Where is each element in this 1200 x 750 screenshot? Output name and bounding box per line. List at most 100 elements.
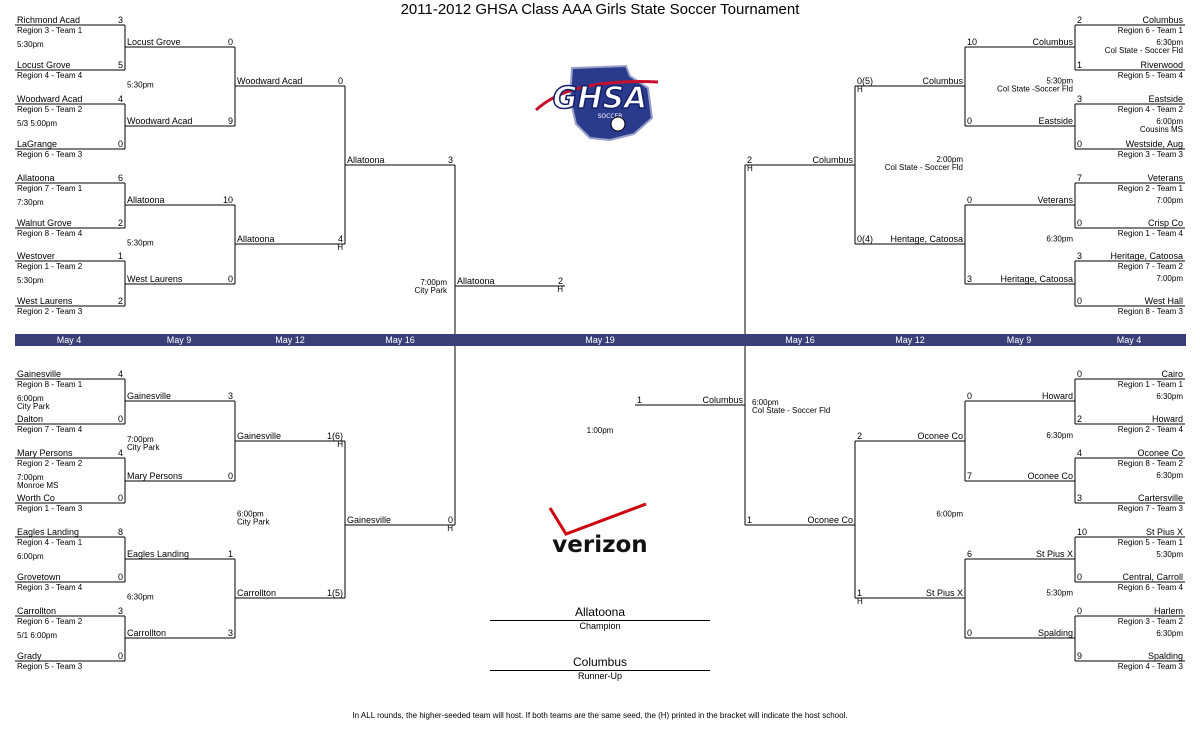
team-score: 0 <box>1077 296 1082 306</box>
team-name: Westside, Aug <box>1126 139 1183 149</box>
team-score: H <box>337 243 343 252</box>
region-seed: Region 2 - Team 3 <box>17 307 83 316</box>
team-name: Westover <box>17 251 55 261</box>
region-seed: Region 2 - Team 4 <box>1118 425 1184 434</box>
team-name: Spalding <box>1038 628 1073 638</box>
region-seed: Region 8 - Team 4 <box>17 229 83 238</box>
team-name: Oconee Co <box>1137 448 1183 458</box>
team-name: Allatoona <box>127 195 165 205</box>
team-score: 2 <box>118 296 123 306</box>
match-time: City Park <box>237 518 270 527</box>
team-score: 0 <box>228 37 233 47</box>
team-score: 2 <box>558 276 563 286</box>
team-name: Oconee Co <box>1027 471 1073 481</box>
team-score: 9 <box>1077 651 1082 661</box>
date-label: May 16 <box>785 335 815 345</box>
region-seed: Region 6 - Team 3 <box>17 150 83 159</box>
region-seed: Region 7 - Team 4 <box>17 425 83 434</box>
team-name: Eastside <box>1038 116 1073 126</box>
team-name: Cairo <box>1161 369 1183 379</box>
team-score: 3 <box>1077 94 1082 104</box>
match-time: 6:00pm <box>752 398 779 407</box>
team-name: Gainesville <box>347 515 391 525</box>
team-score: 1 <box>637 395 642 405</box>
team-score: H <box>747 164 753 173</box>
team-name: Dalton <box>17 414 43 424</box>
champion-box: Allatoona Champion <box>490 606 710 632</box>
match-time: 5/3 5:00pm <box>17 119 57 128</box>
team-score: 0 <box>228 274 233 284</box>
region-seed: Region 3 - Team 2 <box>1118 617 1184 626</box>
match-time: 6:00pm <box>237 510 264 519</box>
team-name: Veterans <box>1037 195 1073 205</box>
team-name: Allatoona <box>17 173 55 183</box>
team-name: Howard <box>1042 391 1073 401</box>
match-time: 7:00pm <box>1156 196 1183 205</box>
team-score: 0 <box>1077 572 1082 582</box>
match-time: 7:00pm <box>1156 274 1183 283</box>
team-name: Columbus <box>1032 37 1073 47</box>
match-time: 6:30pm <box>1156 392 1183 401</box>
match-time: City Park <box>127 443 160 452</box>
team-name: Oconee Co <box>807 515 853 525</box>
region-seed: Region 4 - Team 3 <box>1118 662 1184 671</box>
team-score: 1 <box>118 251 123 261</box>
team-score: 3 <box>118 606 123 616</box>
date-label: May 4 <box>56 335 82 345</box>
team-score: 2 <box>747 155 752 165</box>
team-score: 1(5) <box>327 588 343 598</box>
team-name: Allatoona <box>237 234 275 244</box>
match-time: 5:30pm <box>127 81 154 90</box>
region-seed: Region 6 - Team 4 <box>1118 583 1184 592</box>
team-score: 0 <box>338 76 343 86</box>
team-name: Mary Persons <box>17 448 73 458</box>
match-time: City Park <box>415 286 448 295</box>
team-score: 9 <box>228 116 233 126</box>
team-name: Riverwood <box>1140 60 1183 70</box>
region-seed: Region 6 - Team 1 <box>1118 26 1184 35</box>
ghsa-logo: GHSA SOCCER <box>530 58 670 144</box>
region-seed: Region 4 - Team 2 <box>1118 105 1184 114</box>
team-score: H <box>857 597 863 606</box>
team-score: 6 <box>118 173 123 183</box>
region-seed: Region 3 - Team 3 <box>1118 150 1184 159</box>
team-score: 3 <box>1077 493 1082 503</box>
team-name: Gainesville <box>237 431 281 441</box>
ghsa-logo-text: GHSA <box>553 81 648 116</box>
team-name: Grovetown <box>17 572 61 582</box>
team-name: Veterans <box>1147 173 1183 183</box>
team-name: St Pius X <box>1146 527 1183 537</box>
match-time: 5:30pm <box>17 276 44 285</box>
region-seed: Region 5 - Team 3 <box>17 662 83 671</box>
champion-name: Allatoona <box>490 606 710 621</box>
region-seed: Region 8 - Team 3 <box>1118 307 1184 316</box>
region-seed: Region 7 - Team 1 <box>17 184 83 193</box>
team-name: Allatoona <box>457 276 495 286</box>
team-score: 0(4) <box>857 234 873 244</box>
match-time: 7:00pm <box>420 278 447 287</box>
ghsa-logo-subtext: SOCCER <box>598 113 623 120</box>
team-name: Eagles Landing <box>17 527 79 537</box>
team-score: 3 <box>1077 251 1082 261</box>
team-score: 3 <box>228 391 233 401</box>
team-score: 5 <box>118 60 123 70</box>
match-time: 5:30pm <box>1046 589 1073 598</box>
team-score: 0 <box>118 414 123 424</box>
team-name: Gainesville <box>17 369 61 379</box>
team-score: 1 <box>228 549 233 559</box>
region-seed: Region 2 - Team 2 <box>17 459 83 468</box>
region-seed: Region 5 - Team 4 <box>1118 71 1184 80</box>
date-label: May 12 <box>895 335 925 345</box>
match-time: 6:30pm <box>1156 471 1183 480</box>
team-score: 0 <box>1077 139 1082 149</box>
match-time: City Park <box>17 402 50 411</box>
match-time: Col State - Soccer Fld <box>752 406 830 415</box>
team-name: Gainesville <box>127 391 171 401</box>
team-score: 3 <box>967 274 972 284</box>
team-score: 10 <box>1077 527 1087 537</box>
date-label: May 4 <box>1116 335 1142 345</box>
region-seed: Region 2 - Team 1 <box>1118 184 1184 193</box>
date-bar <box>15 334 1186 346</box>
match-time: 7:00pm <box>127 435 154 444</box>
team-name: Locust Grove <box>127 37 181 47</box>
